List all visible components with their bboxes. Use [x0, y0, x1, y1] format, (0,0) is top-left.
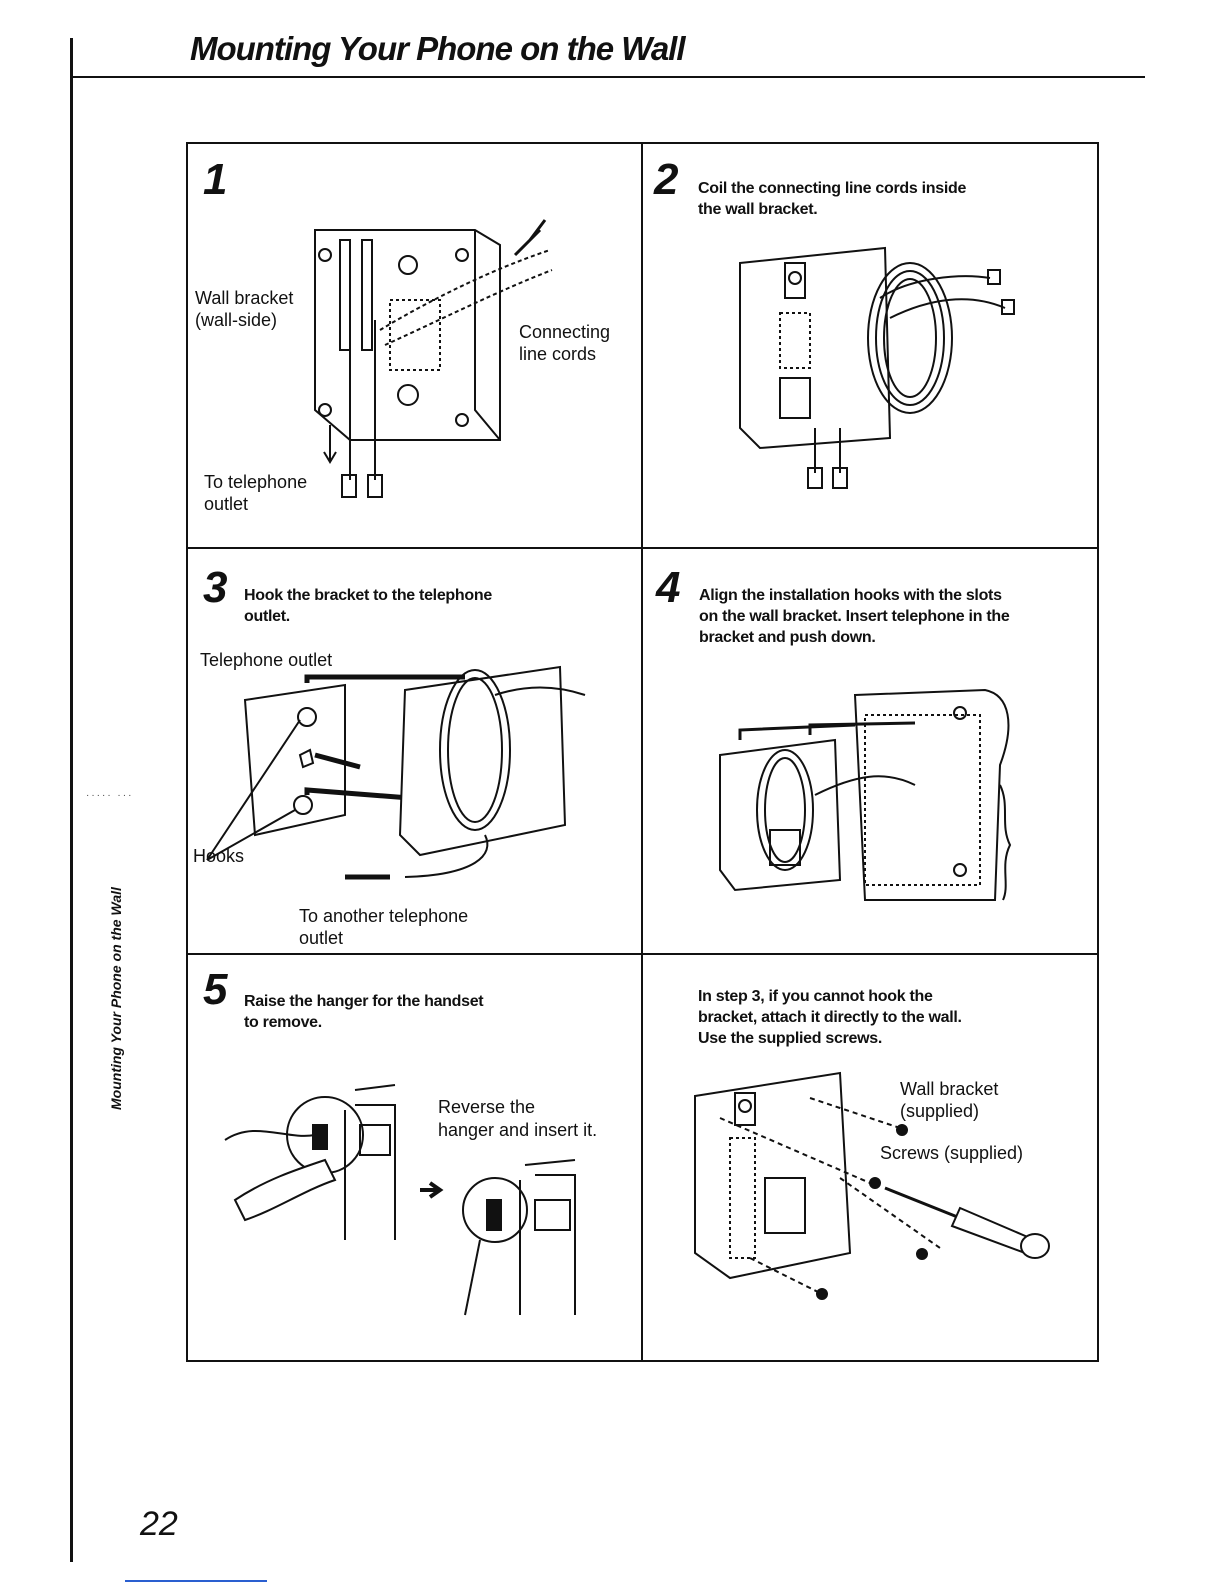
step-4-description: Align the installation hooks with the sl… [699, 587, 1010, 646]
wall-bracket-supplied-label: Wall bracket [900, 1079, 999, 1099]
connecting-label: Connecting [519, 322, 611, 342]
step-1-illustration [290, 210, 560, 510]
step-3-illustration [195, 655, 615, 905]
step-2-illustration [730, 238, 1020, 503]
page-number: 22 [140, 1505, 178, 1543]
reverse-label-line2: hanger and insert it. [438, 1120, 598, 1140]
step-5-illustration [225, 1080, 605, 1325]
reverse-label-line1: Reverse the [438, 1097, 536, 1117]
step-1-number: 1 [203, 155, 228, 204]
screws-supplied-label: Screws (supplied) [880, 1143, 1024, 1163]
step-4-illustration [715, 685, 1025, 910]
to-another-telephone-label: To another telephone [299, 906, 469, 926]
step-3-number: 3 [203, 563, 228, 612]
telephone-outlet-label: Telephone outlet [200, 650, 333, 670]
supplied-label: (supplied) [900, 1101, 980, 1121]
left-margin-rule [70, 38, 73, 1562]
to-telephone-label: To telephone [204, 472, 308, 492]
wall-bracket-label: Wall bracket [195, 288, 294, 308]
title-underline [72, 76, 1145, 78]
step-2-number: 2 [654, 155, 679, 204]
note-description: In step 3, if you cannot hook the bracke… [698, 988, 962, 1047]
note-illustration [690, 1068, 1060, 1308]
page-title: Mounting Your Phone on the Wall [190, 30, 686, 67]
side-tab-label: Mounting Your Phone on the Wall [108, 887, 124, 1110]
grid-divider-vertical [641, 142, 643, 1362]
footer-line [125, 1580, 267, 1582]
step-5-description: Raise the hanger for the handset to remo… [244, 993, 484, 1031]
grid-divider-row-1 [186, 547, 1099, 549]
hooks-label: Hooks [193, 846, 245, 866]
step-4-number: 4 [656, 563, 681, 612]
side-dotted-mark: ····· ··· [86, 790, 134, 801]
line-cords-label: line cords [519, 344, 597, 364]
another-outlet-label: outlet [299, 928, 344, 948]
wall-side-label: (wall-side) [195, 310, 278, 330]
grid-divider-row-2 [186, 953, 1099, 955]
step-3-description: Hook the bracket to the telephone outlet… [244, 587, 492, 625]
step-2-description: Coil the connecting line cords inside th… [698, 180, 967, 218]
step-5-number: 5 [203, 965, 228, 1014]
outlet-label: outlet [204, 494, 249, 514]
